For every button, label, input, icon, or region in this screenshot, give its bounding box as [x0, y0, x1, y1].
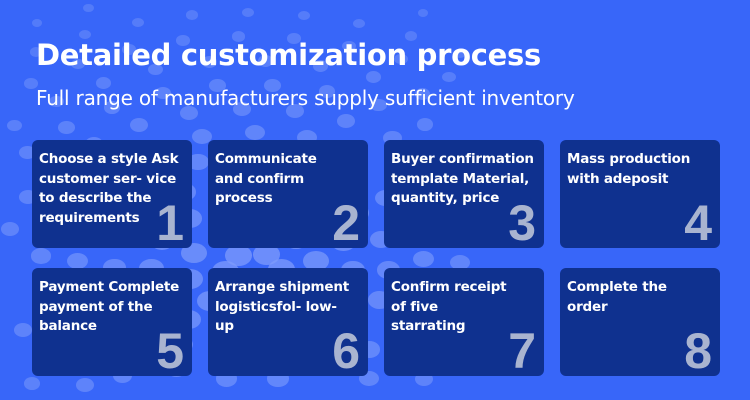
decorative-dot [244, 125, 265, 141]
decorative-dot [417, 9, 429, 18]
decorative-dot [208, 79, 226, 93]
decorative-dot [416, 118, 434, 131]
decorative-dot [79, 30, 92, 40]
decorative-dot [48, 95, 64, 108]
decorative-dot [57, 120, 75, 134]
decorative-dot [154, 86, 172, 100]
decorative-dot [404, 31, 417, 41]
decorative-dot [352, 18, 365, 28]
decorative-dot [13, 322, 33, 337]
decorative-dot [393, 53, 408, 65]
decorative-dot [242, 8, 255, 18]
decorative-dot [232, 101, 252, 116]
step-card-4: Mass production with adeposit 4 [560, 140, 720, 248]
decorative-dot [285, 104, 305, 119]
decorative-dot [7, 119, 23, 132]
step-text: Communicate and confirm process [215, 151, 317, 206]
step-text: Mass production with adeposit [567, 151, 691, 187]
page-title: Detailed customization process [36, 38, 541, 72]
decorative-dot [192, 128, 213, 144]
decorative-dot [66, 252, 89, 269]
decorative-dot [412, 250, 435, 268]
decorative-dot [71, 58, 85, 70]
decorative-dot [0, 222, 19, 237]
step-number: 3 [508, 195, 536, 248]
decorative-dot [122, 44, 136, 55]
decorative-dot [257, 55, 273, 67]
step-number: 8 [684, 323, 712, 376]
decorative-dot [147, 63, 163, 76]
decorative-dot [202, 56, 218, 68]
decorative-dot [341, 40, 356, 52]
step-text: Choose a style Ask customer ser- vice to… [39, 151, 179, 226]
decorative-dot [29, 47, 42, 57]
decorative-dot [370, 98, 387, 112]
step-card-2: Communicate and confirm process 2 [208, 140, 368, 248]
step-text: Complete the order [567, 279, 667, 315]
step-text: Arrange shipment logisticsfol- low-up [215, 279, 350, 334]
step-number: 6 [332, 323, 360, 376]
decorative-dot [186, 10, 199, 20]
decorative-dot [31, 19, 43, 28]
decorative-dot [302, 251, 329, 272]
step-number: 7 [508, 323, 536, 376]
decorative-dot [414, 88, 430, 100]
decorative-dot [176, 35, 190, 46]
step-number: 1 [156, 195, 184, 248]
decorative-dot [365, 71, 381, 83]
decorative-dot [336, 114, 356, 129]
decorative-dot [449, 254, 470, 270]
step-card-1: Choose a style Ask customer ser- vice to… [32, 140, 192, 248]
page-subtitle: Full range of manufacturers supply suffi… [36, 86, 575, 110]
step-text: Buyer confirmation template Material, qu… [391, 151, 534, 206]
decorative-dot [231, 31, 246, 42]
decorative-dot [287, 33, 301, 44]
decorative-dot [181, 243, 207, 264]
decorative-dot [264, 78, 281, 92]
decorative-dot [130, 118, 149, 133]
decorative-dot [312, 60, 328, 72]
decorative-dot [83, 3, 94, 12]
step-number: 5 [156, 323, 184, 376]
step-number: 2 [332, 195, 360, 248]
decorative-dot [95, 76, 112, 89]
decorative-dot [131, 17, 144, 28]
step-text: Confirm receipt of five starrating [391, 279, 507, 334]
decorative-dot [224, 244, 253, 266]
decorative-dot [24, 78, 38, 89]
decorative-dot [318, 85, 336, 99]
decorative-dot [453, 48, 466, 59]
decorative-dot [103, 100, 121, 114]
decorative-dot [75, 378, 94, 393]
decorative-dot [442, 71, 456, 83]
step-number: 4 [684, 195, 712, 248]
decorative-dot [23, 377, 41, 390]
step-card-3: Buyer confirmation template Material, qu… [384, 140, 544, 248]
decorative-dot [30, 248, 51, 264]
step-card-8: Complete the order 8 [560, 268, 720, 376]
step-text: Payment Complete payment of the balance [39, 279, 180, 334]
decorative-dot [187, 153, 209, 170]
decorative-dot [19, 146, 36, 160]
decorative-dot [180, 106, 199, 121]
decorative-dot [297, 10, 311, 21]
